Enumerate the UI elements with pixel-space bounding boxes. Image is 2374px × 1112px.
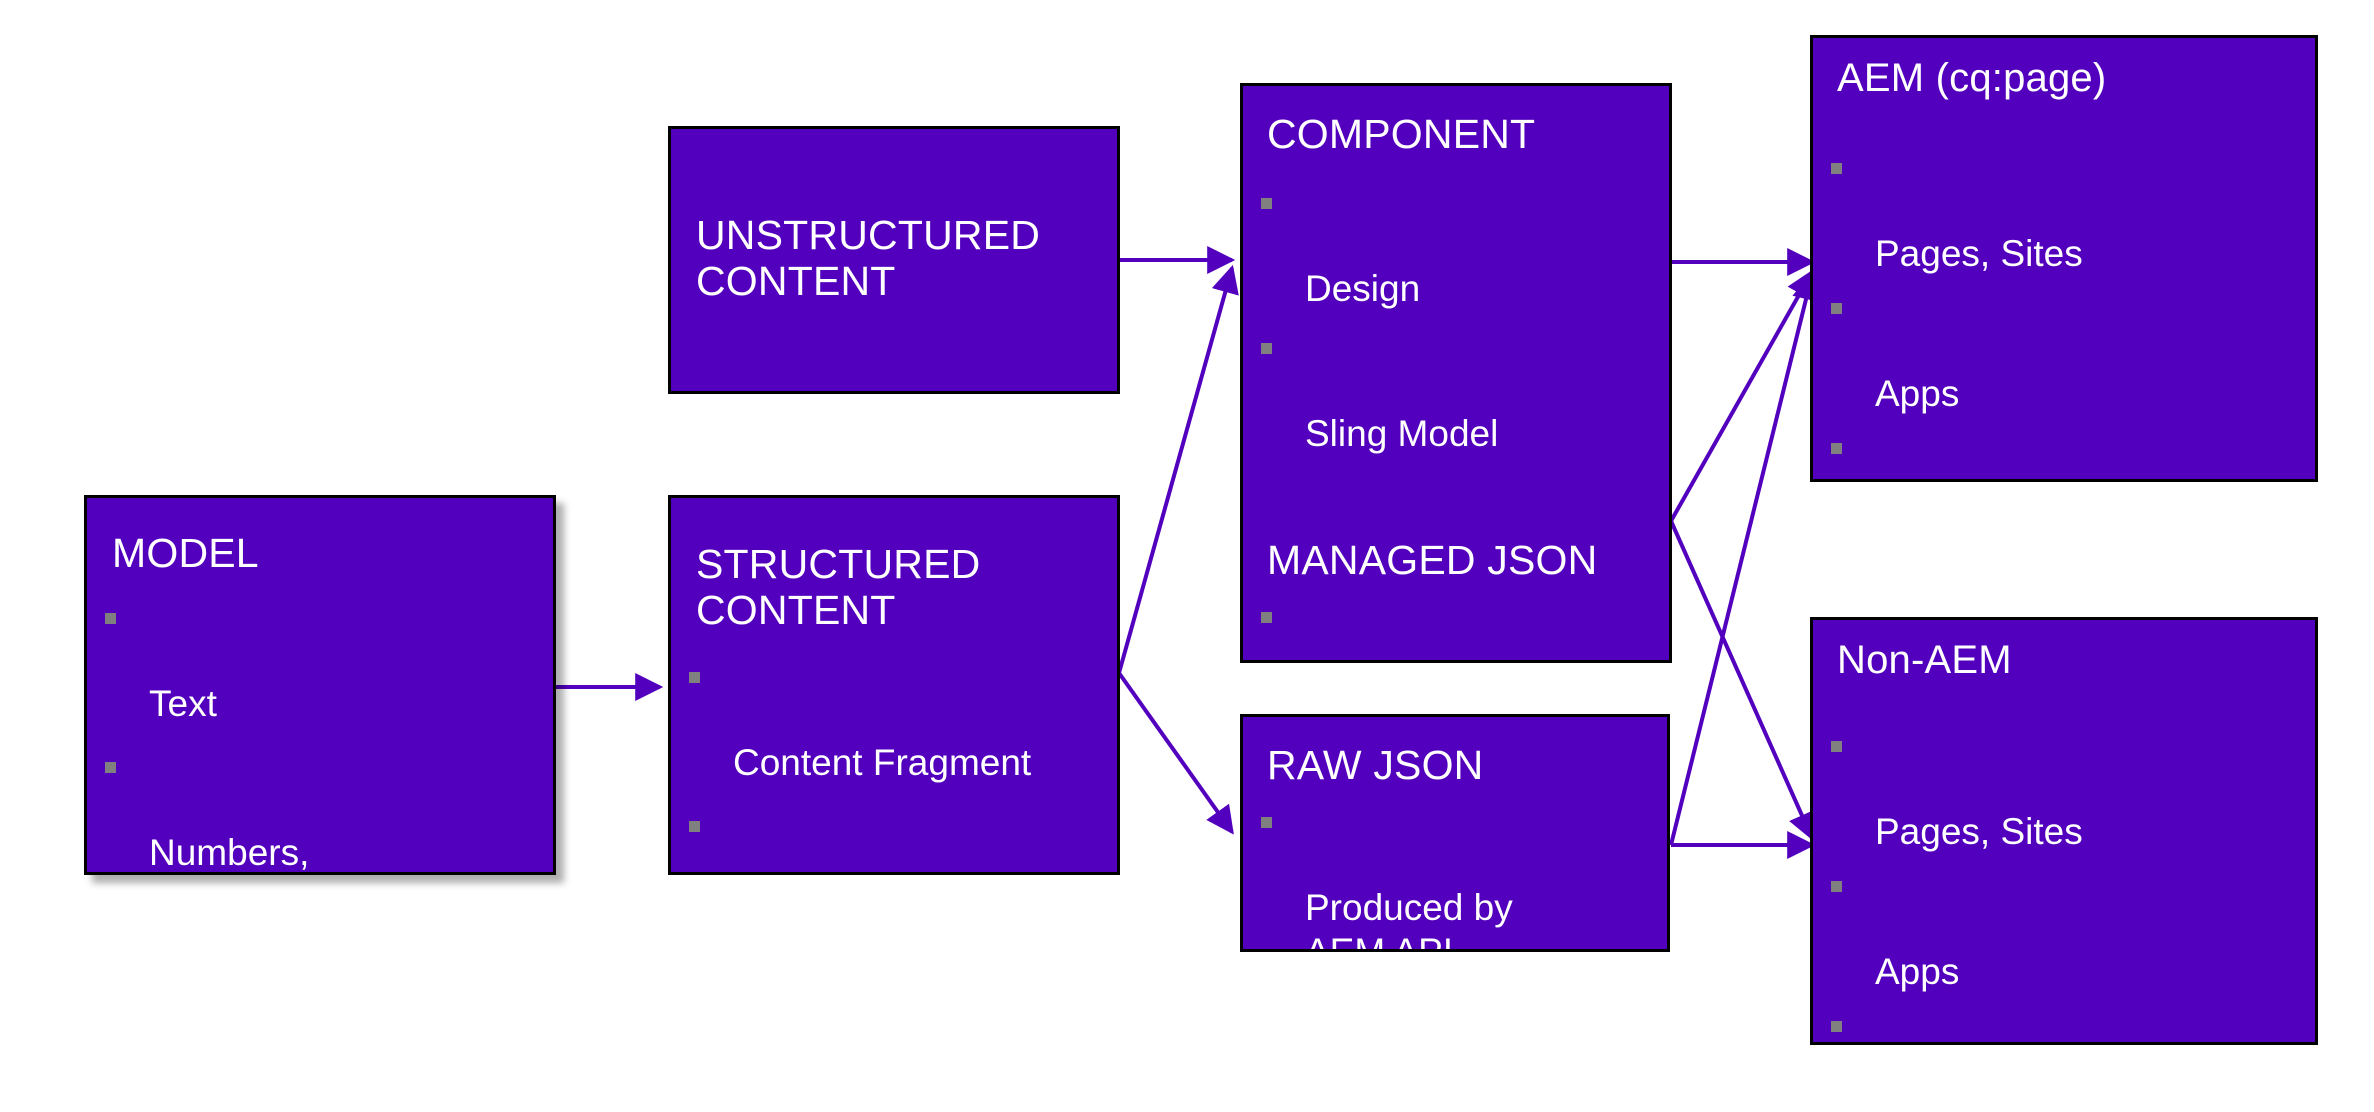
bullet-square-icon — [105, 612, 116, 624]
node-raw-json[interactable]: RAW JSON Produced by AEM API framework — [1240, 714, 1670, 952]
bullet-square-icon — [1831, 442, 1842, 454]
list-item-label: Produced by AEM API framework — [1305, 887, 1513, 952]
list-item: Produced by component — [1243, 594, 1669, 660]
bullet-square-icon — [689, 820, 700, 832]
bullet-square-icon — [1261, 611, 1272, 623]
list-item: Apps — [1813, 863, 2315, 994]
list-item: Apps — [1813, 285, 2315, 416]
list-item: Pages, Sites — [1813, 723, 2315, 854]
node-component[interactable]: COMPONENT Design Sling Model MANAGED JSO… — [1240, 83, 1672, 663]
connector-managed-json-to-aem — [1669, 269, 1814, 522]
node-non-aem[interactable]: Non-AEM Pages, Sites Apps Email Other — [1810, 617, 2318, 1045]
node-structured-content-bullet-list: Content Fragment Elements, Variations — [671, 654, 1117, 872]
node-component-title: COMPONENT — [1267, 111, 1536, 157]
list-item: Pages, Sites — [1813, 145, 2315, 276]
list-item: Text — [87, 595, 553, 726]
bullet-square-icon — [1831, 162, 1842, 174]
node-aem-cq-page-bullet-list: Pages, Sites Apps Email Other — [1813, 145, 2315, 479]
node-unstructured-content-title: UNSTRUCTURED CONTENT — [696, 212, 1041, 304]
node-raw-json-title: RAW JSON — [1267, 742, 1484, 788]
list-item-label: Text — [149, 683, 217, 725]
node-model[interactable]: MODEL Text Numbers, References, Boolean,… — [84, 495, 556, 875]
list-item: Email — [1813, 1003, 2315, 1042]
bullet-square-icon — [689, 671, 700, 683]
bullet-square-icon — [1831, 1020, 1842, 1032]
connector-structured-to-raw-json — [1117, 671, 1234, 835]
list-item-label: Design — [1305, 268, 1421, 310]
node-component-bullet-list: Design Sling Model — [1243, 180, 1669, 456]
node-model-title: MODEL — [112, 530, 259, 576]
node-component-managed-json-subtitle: MANAGED JSON — [1267, 536, 1598, 583]
bullet-square-icon — [105, 761, 116, 773]
list-item: Email — [1813, 425, 2315, 479]
node-raw-json-bullet-list: Produced by AEM API framework — [1243, 799, 1667, 952]
list-item: Sling Model — [1243, 325, 1669, 456]
node-non-aem-title: Non-AEM — [1837, 638, 2012, 682]
node-non-aem-bullet-list: Pages, Sites Apps Email Other — [1813, 723, 2315, 1042]
bullet-square-icon — [1261, 342, 1272, 354]
list-item-label: Pages, Sites — [1875, 811, 2083, 853]
list-item-label: Apps — [1875, 373, 1960, 415]
list-item-label: Apps — [1875, 951, 1960, 993]
connector-managed-json-to-non-aem — [1669, 520, 1815, 841]
node-aem-cq-page[interactable]: AEM (cq:page) Pages, Sites Apps Email Ot… — [1810, 35, 2318, 482]
list-item: Content Fragment — [671, 654, 1117, 785]
node-component-managed-json-bullet-list: Produced by component — [1243, 594, 1669, 660]
list-item-label: Sling Model — [1305, 413, 1499, 455]
bullet-square-icon — [1261, 197, 1272, 209]
list-item-label: Numbers, References, Boolean, Enumeratio… — [149, 832, 310, 874]
bullet-square-icon — [1831, 740, 1842, 752]
bullet-square-icon — [1831, 302, 1842, 314]
list-item-label: Content Fragment — [733, 742, 1032, 784]
list-item: Design — [1243, 180, 1669, 311]
list-item: Produced by AEM API framework — [1243, 799, 1667, 952]
bullet-square-icon — [1831, 880, 1842, 892]
node-unstructured-content[interactable]: UNSTRUCTURED CONTENT — [668, 126, 1120, 394]
node-aem-cq-page-title: AEM (cq:page) — [1837, 56, 2107, 100]
node-structured-content[interactable]: STRUCTURED CONTENT Content Fragment Elem… — [668, 495, 1120, 875]
node-model-bullet-list: Text Numbers, References, Boolean, Enume… — [87, 595, 553, 874]
list-item: Numbers, References, Boolean, Enumeratio… — [87, 744, 553, 874]
node-structured-content-title: STRUCTURED CONTENT — [696, 541, 981, 633]
connector-raw-json-to-aem — [1669, 271, 1820, 846]
bullet-square-icon — [1261, 816, 1272, 828]
list-item: Elements, Variations — [671, 803, 1117, 872]
list-item-label: Pages, Sites — [1875, 233, 2083, 275]
connector-structured-to-component — [1117, 264, 1239, 674]
